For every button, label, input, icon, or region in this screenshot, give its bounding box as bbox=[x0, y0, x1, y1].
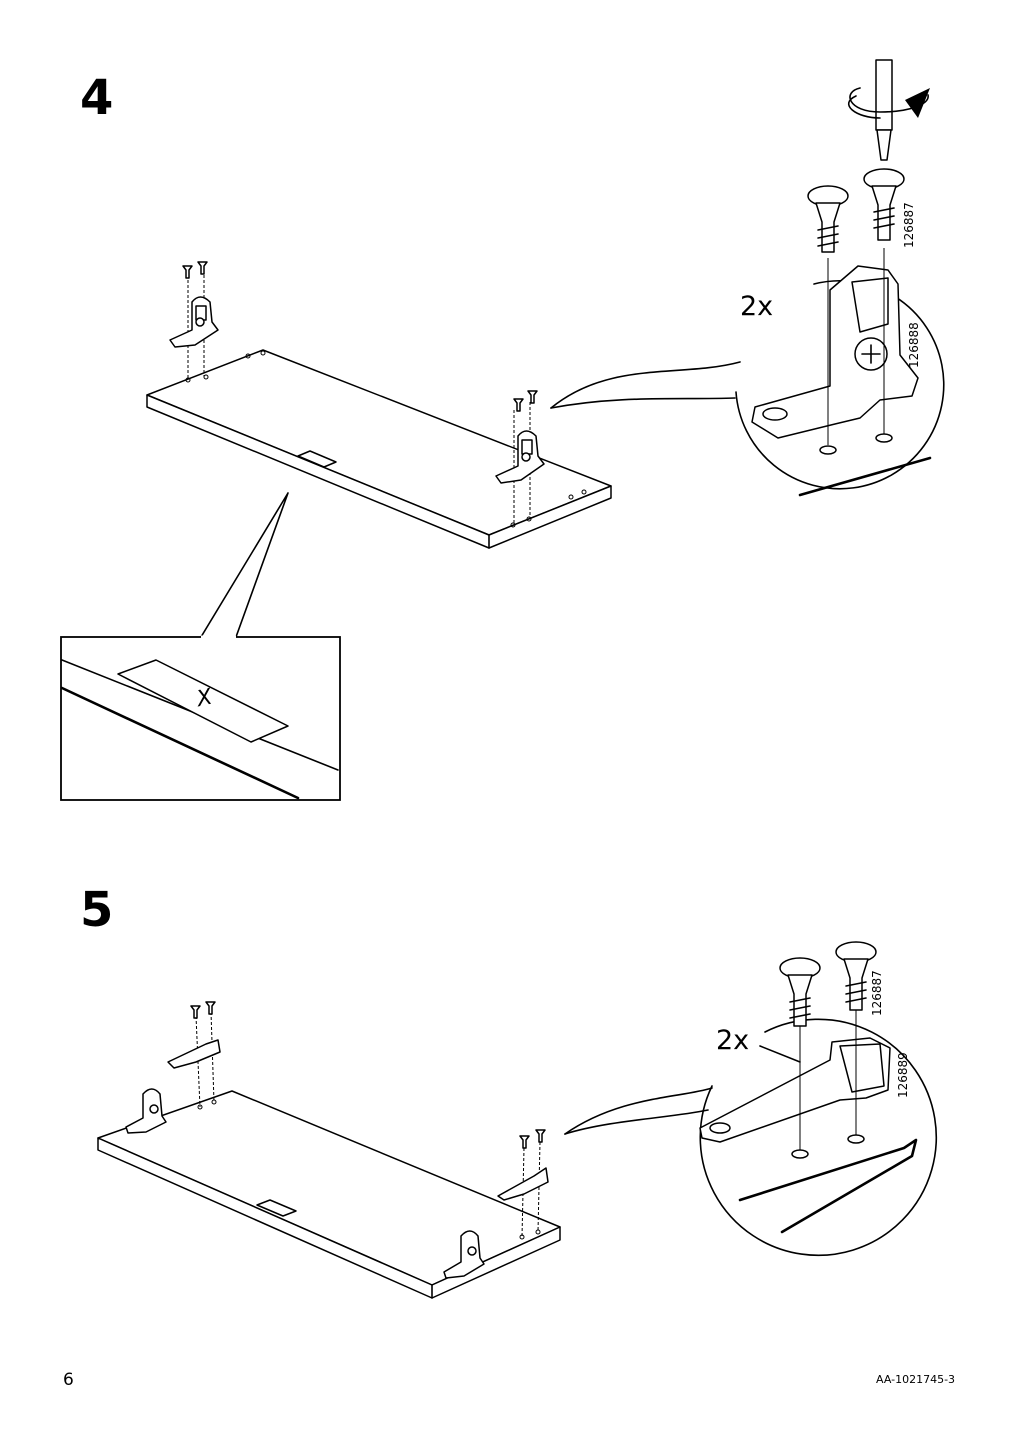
step4-detail-box bbox=[60, 635, 341, 801]
step4-right-bracket bbox=[495, 390, 545, 525]
quantity-label: 2x bbox=[740, 291, 774, 322]
page-number: 6 bbox=[63, 1370, 74, 1390]
screwdriver-icon bbox=[848, 59, 930, 161]
part-number: 126887 bbox=[870, 970, 884, 1016]
step4-panel bbox=[146, 349, 612, 549]
step5-detail-circle bbox=[564, 941, 938, 1257]
step-number: 5 bbox=[80, 882, 114, 938]
part-number: 126888 bbox=[907, 322, 921, 368]
step4-detail-circle bbox=[550, 168, 945, 497]
quantity-label: 2x bbox=[716, 1025, 750, 1056]
step-number: 4 bbox=[80, 70, 114, 126]
part-number: 126887 bbox=[902, 202, 916, 248]
part-number: 126889 bbox=[896, 1052, 910, 1098]
step5-brackets bbox=[125, 1001, 549, 1279]
step4-left-bracket bbox=[169, 261, 219, 380]
document-id: AA-1021745-3 bbox=[876, 1373, 956, 1386]
step5-panel bbox=[97, 1090, 561, 1299]
